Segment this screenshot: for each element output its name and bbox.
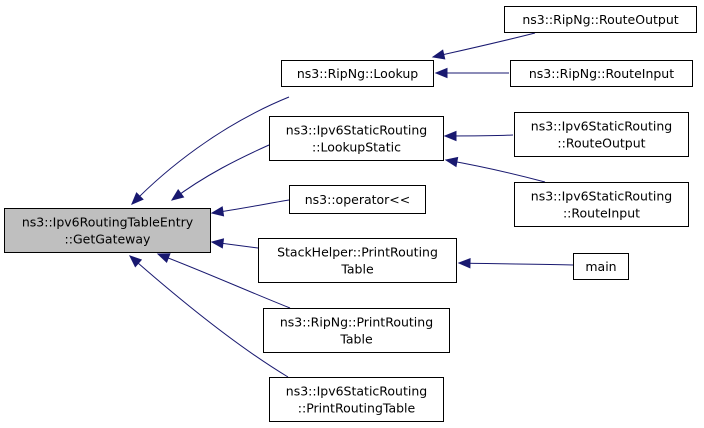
arrowhead bbox=[210, 206, 225, 217]
arrowhead bbox=[210, 238, 225, 249]
node-ripng-lookup[interactable]: ns3::RipNg::Lookup bbox=[281, 60, 434, 87]
edge-ripng-routeinput-to-ripng-lookup bbox=[434, 67, 509, 79]
edge-line bbox=[445, 159, 546, 183]
node-ripng-print[interactable]: ns3::RipNg::PrintRoutingTable bbox=[263, 308, 450, 353]
arrowhead bbox=[129, 255, 143, 268]
edge-main-to-stackhelper-print bbox=[457, 258, 574, 269]
arrowhead bbox=[444, 156, 459, 168]
node-box bbox=[504, 6, 697, 33]
node-box bbox=[269, 377, 444, 422]
node-label-line: main bbox=[585, 259, 616, 274]
node-label-line: ns3::operator<< bbox=[305, 192, 411, 207]
node-operator-shift[interactable]: ns3::operator<< bbox=[289, 185, 426, 214]
node-box bbox=[289, 185, 426, 214]
edge-static-lookupstatic-to-root bbox=[170, 144, 270, 201]
node-box bbox=[4, 208, 211, 253]
node-static-routeinput[interactable]: ns3::Ipv6StaticRouting::RouteInput bbox=[514, 182, 689, 227]
edge-line bbox=[129, 255, 289, 378]
node-box bbox=[573, 253, 629, 280]
node-label-line: ns3::Ipv6StaticRouting bbox=[286, 384, 427, 399]
edge-stackhelper-print-to-root bbox=[210, 238, 259, 249]
edge-ripng-routeoutput-to-ripng-lookup bbox=[431, 32, 536, 60]
edge-line bbox=[458, 262, 574, 266]
edge-line bbox=[131, 96, 290, 205]
node-box bbox=[281, 60, 434, 87]
node-label-line: ::RouteInput bbox=[563, 206, 640, 221]
node-label-line: ns3::Ipv6StaticRouting bbox=[286, 123, 427, 138]
arrowhead bbox=[434, 67, 448, 79]
node-label-line: Table bbox=[340, 262, 374, 277]
edge-static-routeoutput-to-static-lookupstatic bbox=[443, 130, 514, 142]
edge-line bbox=[432, 32, 536, 58]
nodes-layer: ns3::Ipv6RoutingTableEntry::GetGatewayns… bbox=[4, 6, 697, 422]
node-label-line: ns3::Ipv6StaticRouting bbox=[531, 189, 672, 204]
edge-line bbox=[157, 253, 291, 309]
node-label-line: ns3::RipNg::RouteOutput bbox=[522, 12, 678, 27]
node-label-line: ::RouteOutput bbox=[557, 136, 645, 151]
node-label-line: StackHelper::PrintRouting bbox=[277, 245, 438, 260]
node-label-line: ::LookupStatic bbox=[312, 140, 401, 155]
node-root[interactable]: ns3::Ipv6RoutingTableEntry::GetGateway bbox=[4, 208, 211, 253]
edge-operator-shift-to-root bbox=[210, 199, 290, 217]
node-box bbox=[510, 60, 693, 87]
edges-layer bbox=[129, 32, 574, 378]
node-box bbox=[258, 238, 457, 283]
node-label-line: ns3::RipNg::Lookup bbox=[297, 66, 418, 81]
edge-static-routeinput-to-static-lookupstatic bbox=[444, 156, 546, 183]
node-box bbox=[514, 182, 689, 227]
node-label-line: ::GetGateway bbox=[65, 232, 152, 247]
node-label-line: Table bbox=[339, 332, 373, 347]
node-stackhelper-print[interactable]: StackHelper::PrintRoutingTable bbox=[258, 238, 457, 283]
node-static-lookupstatic[interactable]: ns3::Ipv6StaticRouting::LookupStatic bbox=[269, 116, 444, 161]
node-static-routeoutput[interactable]: ns3::Ipv6StaticRouting::RouteOutput bbox=[514, 112, 689, 157]
node-ripng-routeoutput[interactable]: ns3::RipNg::RouteOutput bbox=[504, 6, 697, 33]
node-label-line: ns3::Ipv6RoutingTableEntry bbox=[22, 215, 194, 230]
edge-line bbox=[171, 144, 270, 201]
node-label-line: ns3::RipNg::PrintRouting bbox=[280, 315, 433, 330]
edge-line bbox=[211, 199, 290, 214]
arrowhead bbox=[443, 130, 457, 142]
node-static-print[interactable]: ns3::Ipv6StaticRouting::PrintRoutingTabl… bbox=[269, 377, 444, 422]
edge-ripng-lookup-to-root bbox=[131, 96, 290, 205]
node-box bbox=[263, 308, 450, 353]
arrowhead bbox=[431, 49, 446, 60]
node-box bbox=[514, 112, 689, 157]
arrowhead bbox=[156, 253, 171, 264]
node-box bbox=[269, 116, 444, 161]
node-main[interactable]: main bbox=[573, 253, 629, 280]
node-label-line: ns3::Ipv6StaticRouting bbox=[531, 119, 672, 134]
edge-ripng-print-to-root bbox=[156, 253, 291, 309]
node-ripng-routeinput[interactable]: ns3::RipNg::RouteInput bbox=[510, 60, 693, 87]
node-label-line: ns3::RipNg::RouteInput bbox=[529, 66, 674, 81]
arrowhead bbox=[170, 188, 185, 201]
arrowhead bbox=[131, 192, 144, 205]
edge-static-print-to-root bbox=[129, 255, 289, 378]
arrowhead bbox=[457, 258, 471, 269]
node-label-line: ::PrintRoutingTable bbox=[298, 401, 416, 416]
